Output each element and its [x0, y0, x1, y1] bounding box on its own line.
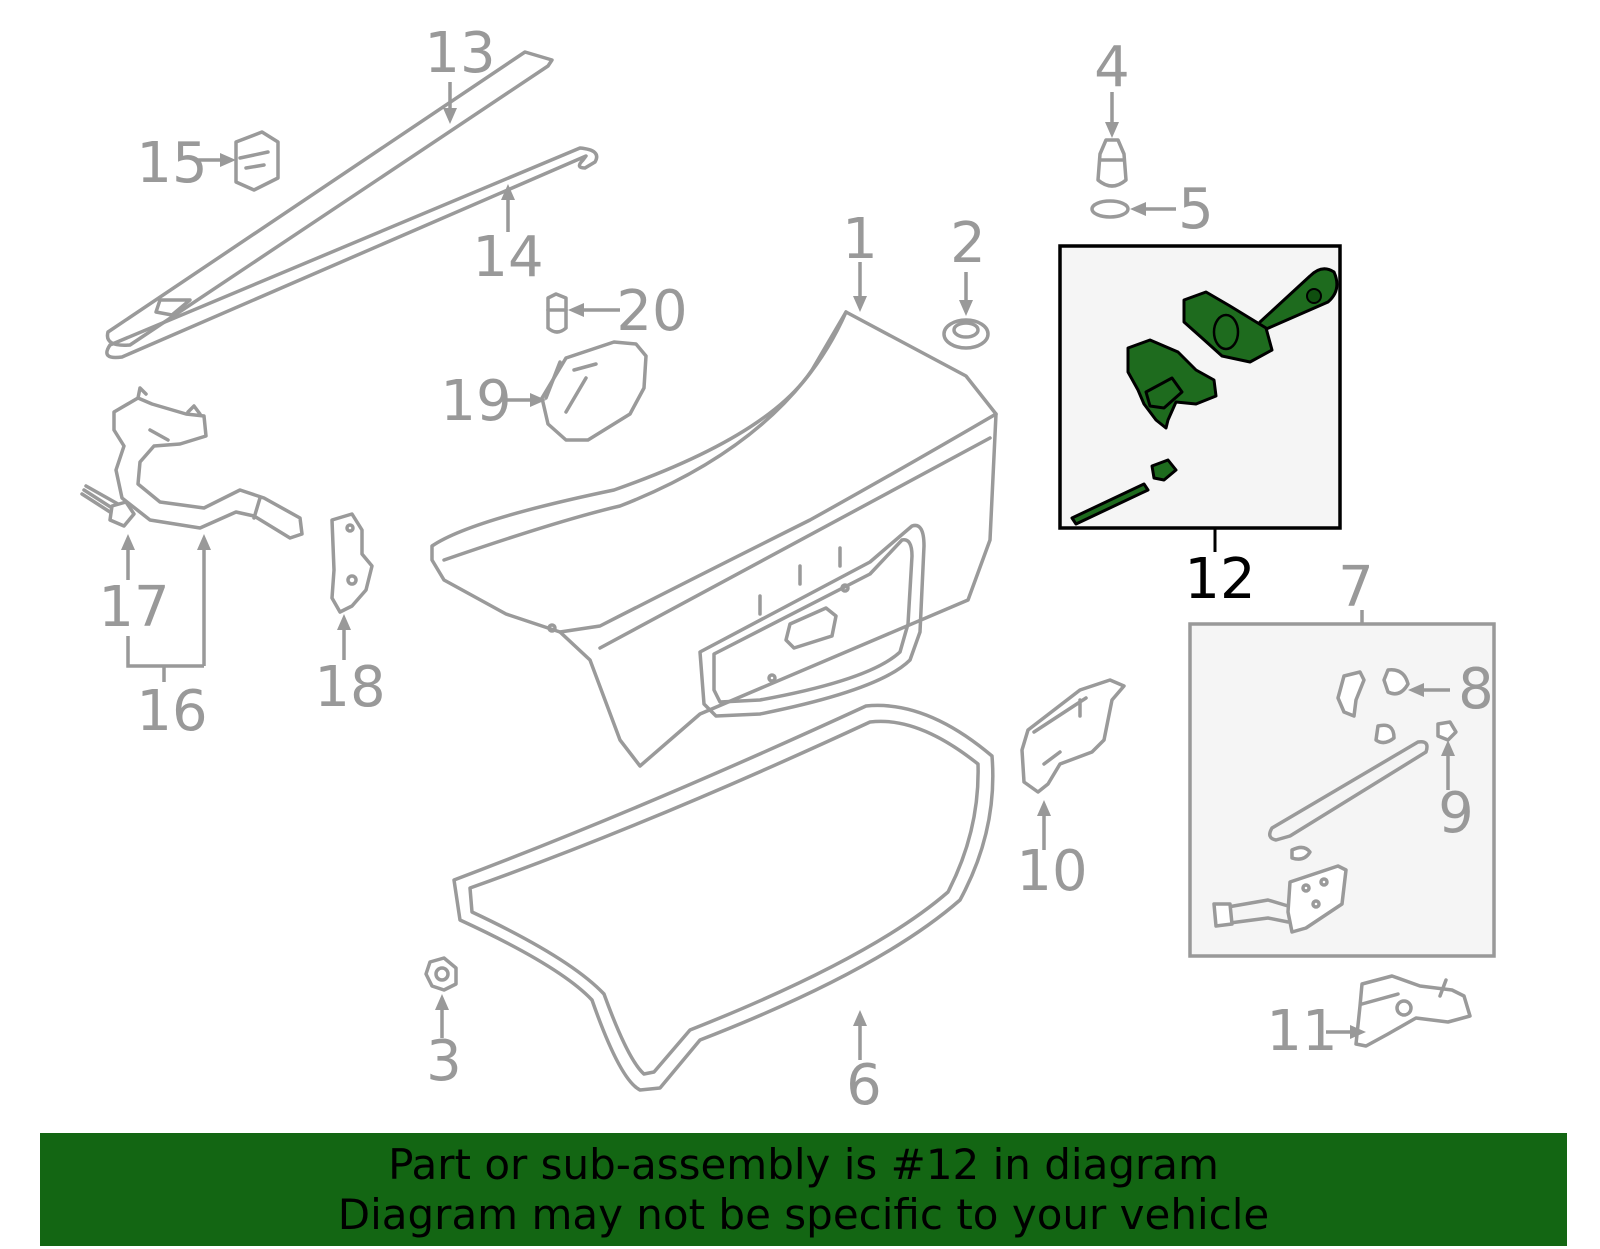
part-1-trunk-lid[interactable] [430, 310, 998, 768]
leader-lines [121, 82, 1455, 1060]
part-18-bracket[interactable] [330, 512, 374, 614]
part-3-nut[interactable] [424, 956, 458, 992]
callout-11[interactable]: 11 [1266, 999, 1337, 1064]
info-banner: Part or sub-assembly is #12 in diagram D… [40, 1133, 1567, 1246]
part-12-box[interactable] [1058, 244, 1342, 530]
callout-18[interactable]: 18 [314, 655, 385, 720]
part-13-rod[interactable] [105, 50, 554, 347]
part-5-ring[interactable] [1090, 199, 1130, 219]
callout-6[interactable]: 6 [846, 1053, 882, 1118]
callout-19[interactable]: 19 [440, 369, 511, 434]
part-16-hinge[interactable] [112, 386, 304, 540]
callout-1[interactable]: 1 [842, 207, 878, 272]
callout-17[interactable]: 17 [98, 575, 169, 640]
part-19-cover[interactable] [540, 340, 648, 442]
callout-16[interactable]: 16 [136, 679, 207, 744]
callout-8[interactable]: 8 [1458, 657, 1494, 722]
part-14-rod[interactable] [105, 146, 599, 360]
callout-3[interactable]: 3 [426, 1029, 462, 1094]
callout-15[interactable]: 15 [136, 131, 207, 196]
callout-12[interactable]: 12 [1184, 547, 1255, 612]
part-17-bolt[interactable] [80, 484, 136, 528]
callout-labels: 1 2 3 4 5 6 7 8 9 10 11 12 13 14 15 16 1… [98, 21, 1493, 1118]
callout-13[interactable]: 13 [424, 21, 495, 86]
part-2-grommet[interactable] [942, 318, 990, 350]
part-4-bulb[interactable] [1096, 138, 1128, 188]
part-15-clip[interactable] [234, 130, 280, 192]
part-20-bumper[interactable] [546, 292, 568, 334]
callout-10[interactable]: 10 [1016, 839, 1087, 904]
banner-line-2: Diagram may not be specific to your vehi… [337, 1189, 1270, 1239]
callout-14[interactable]: 14 [472, 225, 543, 290]
callout-7[interactable]: 7 [1338, 555, 1374, 620]
part-6-weatherstrip[interactable] [452, 703, 995, 1092]
callout-9[interactable]: 9 [1438, 781, 1474, 846]
banner-line-1: Part or sub-assembly is #12 in diagram [388, 1139, 1219, 1189]
part-7-box[interactable] [1188, 622, 1496, 958]
callout-20[interactable]: 20 [616, 279, 687, 344]
part-11-latch[interactable] [1354, 974, 1472, 1048]
callout-4[interactable]: 4 [1094, 35, 1130, 100]
callout-2[interactable]: 2 [950, 211, 986, 276]
callout-5[interactable]: 5 [1178, 177, 1214, 242]
part-10-bracket[interactable] [1020, 678, 1126, 794]
